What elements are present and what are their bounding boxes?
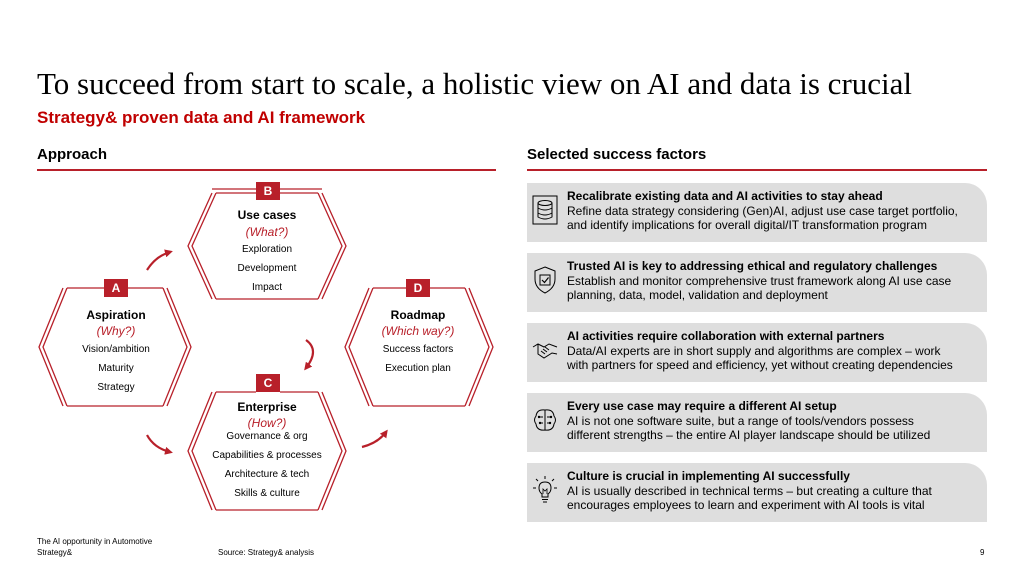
hexagon-title: Use cases [237,208,297,222]
hexagon-item: Development [237,263,297,274]
success-factor-line: Establish and monitor comprehensive trus… [567,274,952,288]
hexagon-question: (What?) [245,225,289,239]
arrow-a-to-b [146,249,173,271]
page-title: To succeed from start to scale, a holist… [37,66,913,101]
page-number: 9 [980,548,985,557]
success-factor-line: Data/AI experts are in short supply and … [567,344,941,358]
badge-d [406,279,430,297]
success-factor-card: Trusted AI is key to addressing ethical … [527,253,987,312]
success-factor-line: planning, data, model, validation and de… [567,288,828,302]
badge-d-label: D [413,281,423,295]
success-factor-title: Every use case may require a different A… [567,399,837,413]
success-factor-text: Data/AI experts are in short supply and … [567,344,953,372]
hexagon-aspiration [38,287,192,407]
success-factor-card: Recalibrate existing data and AI activit… [527,183,987,242]
footer-source: Source: Strategy& analysis [218,548,315,557]
success-factor-text: AI is not one software suite, but a rang… [567,414,930,442]
page-subtitle: Strategy& proven data and AI framework [37,108,366,127]
badge-b-label: B [263,184,273,198]
hexagon-item: Success factors [382,344,454,355]
success-factor-text: Refine data strategy considering (Gen)AI… [567,204,958,232]
success-factors-rule [527,169,987,171]
hexagon-item: Execution plan [385,363,451,374]
arrow-c-to-d [361,429,388,449]
success-factor-card: Culture is crucial in implementing AI su… [527,463,987,522]
badge-a-label: A [111,281,121,295]
arrow-cycle-center [304,339,315,371]
hexagon-item: Architecture & tech [224,469,310,480]
success-factor-line: encourages employees to learn and experi… [567,498,925,512]
hexagon-item: Impact [251,282,283,293]
footer-brand: Strategy& [37,548,73,557]
success-factor-text: Establish and monitor comprehensive trus… [567,274,951,302]
badge-a [104,279,128,297]
hexagon-item: Maturity [98,363,134,374]
approach-rule [37,169,496,171]
footer-publication: The AI opportunity in Automotive [37,537,153,546]
success-factor-line: with partners for speed and efficiency, … [567,358,953,372]
hexagon-question: (Why?) [96,324,136,338]
success-factor-line: Refine data strategy considering (Gen)AI… [567,204,958,218]
hexagon-item: Vision/ambition [82,344,150,355]
database-icon [532,195,558,225]
approach-heading: Approach [37,146,108,163]
success-factor-title: Trusted AI is key to addressing ethical … [567,259,938,273]
success-factor-line: AI is not one software suite, but a rang… [567,414,914,428]
hexagon-question: (How?) [247,416,287,430]
badge-b [256,182,280,200]
badge-c-label: C [263,376,273,390]
hexagon-enterprise [187,391,347,511]
arrow-a-to-c [146,434,173,455]
handshake-icon [532,343,558,359]
success-factor-card: AI activities require collaboration with… [527,323,987,382]
success-factors-heading: Selected success factors [527,146,707,163]
hexagon-title: Aspiration [86,308,146,322]
hexagon-item: Exploration [241,244,293,255]
hexagon-question: (Which way?) [381,324,455,338]
hexagon-title: Roadmap [390,308,446,322]
hexagon-item: Governance & org [226,431,308,442]
success-factor-text: AI is usually described in technical ter… [567,484,932,512]
success-factor-title: Recalibrate existing data and AI activit… [567,189,883,203]
success-factor-line: and identify implications for overall di… [567,218,927,232]
hexagon-item: Capabilities & processes [212,450,322,461]
badge-c [256,374,280,392]
hexagon-item: Strategy [97,382,135,393]
hexagon-use-cases [187,188,347,300]
hexagon-title: Enterprise [237,400,297,414]
brain-circuit-icon [534,409,556,431]
success-factor-title: Culture is crucial in implementing AI su… [567,469,850,483]
shield-check-icon [534,266,556,294]
success-factor-line: different strengths – the entire AI play… [567,428,931,442]
hexagon-item: Skills & culture [234,488,300,499]
success-factor-title: AI activities require collaboration with… [567,329,885,343]
lightbulb-icon [533,476,557,503]
hexagon-roadmap [344,287,494,407]
success-factor-line: AI is usually described in technical ter… [567,484,932,498]
success-factor-card: Every use case may require a different A… [527,393,987,452]
